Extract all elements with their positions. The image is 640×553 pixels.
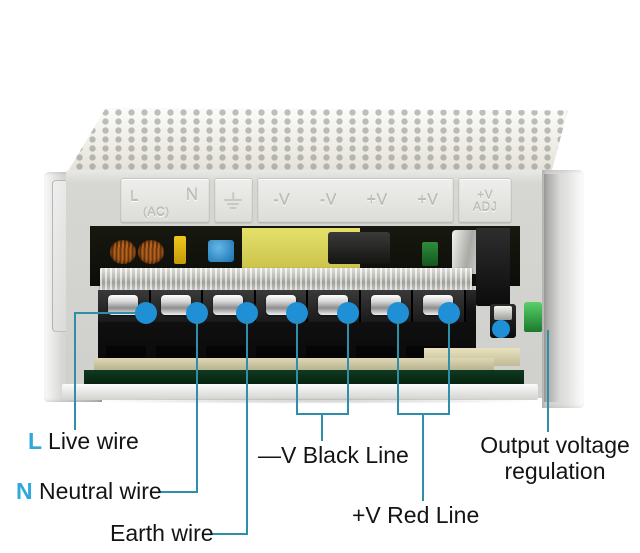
legend-adj-top: +V	[477, 188, 494, 202]
power-led	[524, 302, 542, 332]
leader-earth-vertical	[246, 320, 248, 534]
callout-dot-adjust-potentiometer[interactable]	[492, 320, 510, 338]
legend-out-4: +V	[417, 192, 439, 209]
ground-icon	[223, 192, 243, 210]
legend-output-box: -V -V +V +V	[257, 178, 455, 224]
main-transformer	[328, 232, 390, 264]
power-supply-photo: L (AC) N -V -V +V +V +V ADJ	[44, 108, 584, 408]
callout-dot-terminal-2[interactable]	[186, 302, 208, 324]
terminal-legend-strip: L (AC) N -V -V +V +V +V ADJ	[120, 178, 512, 224]
legend-adj-box: +V ADJ	[458, 178, 512, 224]
pcb-underside	[84, 370, 524, 384]
legend-ac-sub-text: (AC)	[143, 205, 170, 219]
yellow-capacitor	[174, 236, 186, 264]
label-neutral-text: Neutral wire	[39, 478, 162, 504]
callout-dot-terminal-3[interactable]	[236, 302, 258, 324]
legend-ac-box: L (AC) N	[120, 178, 210, 224]
leader-pos-left-stem	[397, 320, 399, 414]
leader-adjust-vertical	[547, 330, 549, 432]
chassis-base-rail	[62, 384, 538, 400]
legend-ground-box	[213, 178, 254, 224]
label-negative-text: —V Black Line	[258, 442, 409, 468]
rear-black-component	[476, 228, 510, 306]
leader-pos-right-stem	[448, 320, 450, 414]
label-earth-wire: Earth wire	[110, 520, 214, 547]
leader-earth-horizontal	[212, 533, 248, 535]
leader-live-vertical	[74, 312, 76, 430]
callout-dot-terminal-7[interactable]	[438, 302, 460, 324]
leader-neg-drop	[321, 413, 323, 441]
leader-neg-left-stem	[296, 320, 298, 414]
leader-neutral-vertical	[196, 320, 198, 492]
toroid-inductor-2	[138, 240, 164, 264]
callout-dot-terminal-6[interactable]	[387, 302, 409, 324]
label-negative-output: —V Black Line	[258, 442, 409, 469]
legend-out-3: +V	[366, 192, 388, 209]
legend-n-text: N	[185, 185, 199, 204]
label-neutral-key: N	[16, 478, 39, 504]
label-live-key: L	[28, 428, 49, 454]
toroid-inductor-1	[110, 240, 136, 264]
label-positive-text: +V Red Line	[352, 502, 480, 528]
leader-pos-drop	[422, 413, 424, 501]
legend-out-1: -V	[273, 192, 291, 209]
adjust-potentiometer-knob[interactable]	[494, 306, 512, 320]
legend-l-text: L	[130, 188, 139, 205]
callout-dot-terminal-1[interactable]	[135, 302, 157, 324]
label-neutral-wire: N Neutral wire	[16, 478, 162, 505]
blue-component	[208, 240, 234, 262]
legend-out-2: -V	[319, 192, 337, 209]
callout-dot-terminal-4[interactable]	[286, 302, 308, 324]
legend-adj-bottom: ADJ	[473, 200, 498, 214]
label-adjust-line1: Output voltage	[480, 432, 630, 458]
label-positive-output: +V Red Line	[352, 502, 479, 529]
aluminium-heatsink	[100, 268, 472, 292]
label-adjust-line2: regulation	[504, 458, 606, 484]
green-component	[422, 242, 438, 266]
pcb-edge	[94, 358, 494, 370]
leader-live-horizontal	[74, 312, 140, 314]
label-earth-text: Earth wire	[110, 520, 214, 546]
callout-dot-terminal-5[interactable]	[337, 302, 359, 324]
leader-neutral-horizontal	[160, 491, 198, 493]
label-output-voltage-regulation: Output voltage regulation	[480, 432, 630, 484]
label-live-wire: L Live wire	[28, 428, 139, 455]
leader-neg-right-stem	[347, 320, 349, 414]
drop-shadow	[84, 398, 544, 404]
label-live-text: Live wire	[48, 428, 139, 454]
